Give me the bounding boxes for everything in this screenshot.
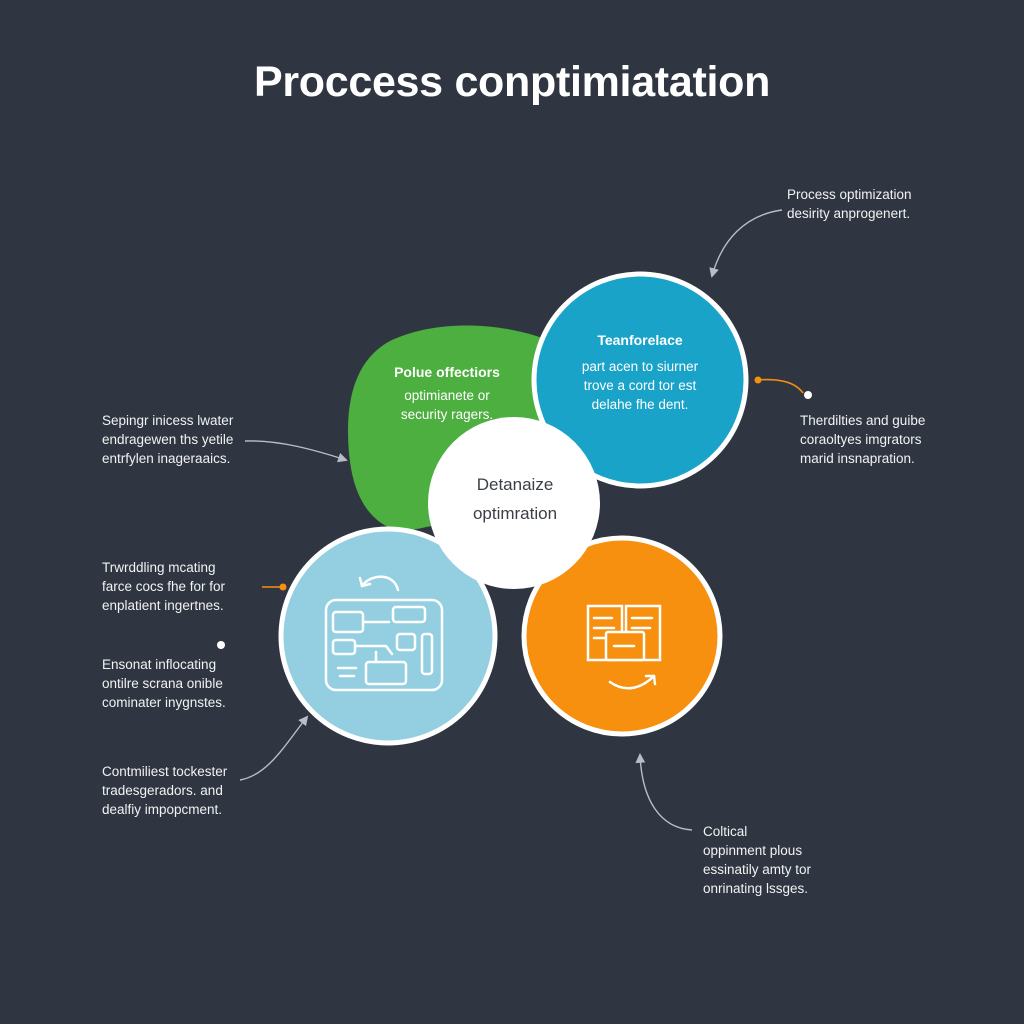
annotation-line: marid insnapration.	[800, 451, 915, 466]
orange-connector-right	[756, 378, 804, 394]
blue-node-title: Teanforelace	[597, 332, 683, 348]
annotation-line: desirity anprogenert.	[787, 206, 911, 221]
annotation-line: endragewen ths yetile	[102, 432, 234, 447]
annotation-line: onrinating lssges.	[703, 881, 809, 896]
center-text: Detanaize optimration	[430, 470, 600, 528]
annotation-line: Process optimization	[787, 187, 912, 202]
arrow-top-right	[709, 209, 783, 278]
green-node-line: security ragers.	[400, 407, 494, 422]
blue-node-line: delahe fhe dent.	[591, 397, 689, 412]
annotation-line: entrfylen inageraaics.	[102, 451, 231, 466]
green-node-text: Polue offectiors optimianete or security…	[352, 364, 542, 424]
arrow-left4	[239, 715, 309, 781]
diagram-title: Proccess conptimiatation	[253, 58, 771, 106]
center-line: optimration	[472, 504, 558, 523]
blue-circle-node	[531, 271, 749, 489]
blue-node-line: part acen to siurner	[581, 359, 699, 374]
annotation-line: oppinment plous	[703, 843, 803, 858]
annotation-line: ontilre scrana onible	[102, 676, 223, 691]
orange-connectors	[262, 376, 804, 591]
annotation-line: Trwrddling mcating	[102, 560, 216, 575]
annotation-line: Sepingr inicess lwater	[102, 413, 234, 428]
annotation-line: cominater inygnstes.	[102, 695, 226, 710]
arrow-bottom-right	[635, 753, 693, 831]
annotation-bottom-right: Coltical oppinment plous essinatily amty…	[703, 822, 811, 898]
green-node-line: optimianete or	[404, 388, 490, 403]
blue-node-text: Teanforelace part acen to siurner trove …	[548, 332, 732, 414]
annotation-left3: Ensonat inflocating ontilre scrana onibl…	[102, 655, 226, 712]
annotation-line: Therdilties and guibe	[800, 413, 926, 428]
annotation-line: essinatily amty tor	[703, 862, 812, 877]
workflow-icon	[324, 575, 444, 692]
annotation-line: Ensonat inflocating	[102, 657, 217, 672]
annotation-line: enplatient ingertnes.	[102, 598, 224, 613]
annotation-left2: Trwrddling mcating farce cocs fhe for fo…	[102, 558, 225, 615]
annotation-top-right: Process optimization desirity anprogener…	[787, 185, 912, 223]
annotation-line: dealfiy impopcment.	[102, 802, 223, 817]
annotation-left1: Sepingr inicess lwater endragewen ths ye…	[102, 411, 233, 468]
center-circle	[428, 417, 600, 589]
annotation-line: Coltical	[703, 824, 748, 839]
annotation-line: coraoltyes imgrators	[800, 432, 922, 447]
green-node-title: Polue offectiors	[394, 364, 500, 380]
annotation-left4: Contmiliest tockester tradesgeradors. an…	[102, 762, 227, 819]
annotation-right: Therdilties and guibe coraoltyes imgrato…	[800, 411, 925, 468]
annotation-line: tradesgeradors. and	[102, 783, 223, 798]
annotation-line: Contmiliest tockester	[102, 764, 228, 779]
arrow-left1	[244, 440, 348, 463]
dot-left	[217, 641, 225, 649]
center-line: Detanaize	[476, 475, 554, 494]
connector-arrows	[239, 209, 783, 831]
annotation-line: farce cocs fhe for for	[102, 579, 226, 594]
dot-right	[804, 391, 812, 399]
blue-node-line: trove a cord tor est	[583, 378, 697, 393]
documents-icon	[586, 604, 662, 690]
